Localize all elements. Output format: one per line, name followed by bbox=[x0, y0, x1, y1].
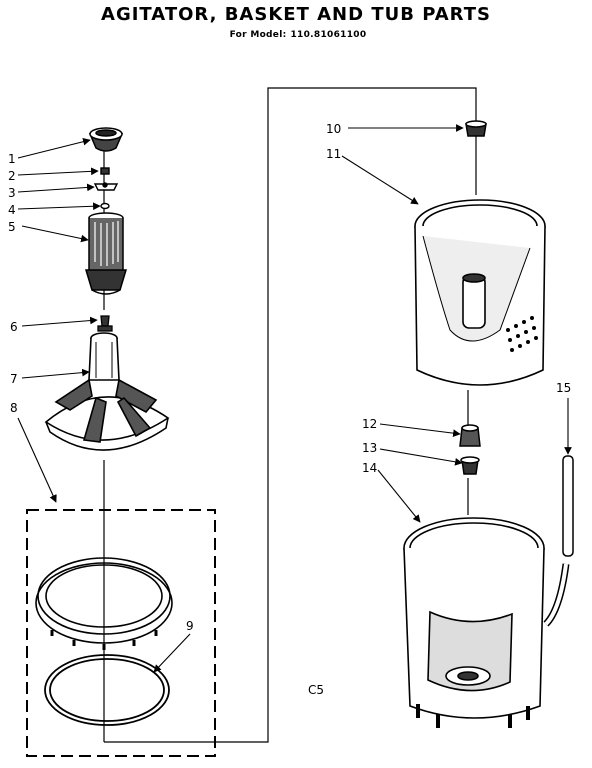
callout-10: 10 bbox=[326, 122, 341, 136]
part-spanner-nut bbox=[465, 120, 487, 137]
part-hub bbox=[459, 424, 481, 475]
callout-14: 14 bbox=[362, 461, 377, 475]
model-number: 110.81061100 bbox=[290, 30, 367, 40]
part-agitator-cap bbox=[88, 127, 124, 152]
callout-1: 1 bbox=[8, 152, 16, 166]
part-bolt bbox=[97, 315, 113, 332]
part-agitator-base bbox=[44, 332, 170, 451]
part-auger bbox=[84, 212, 128, 295]
callout-8: 8 bbox=[10, 401, 18, 415]
page-title: AGITATOR, BASKET AND TUB PARTS bbox=[101, 4, 491, 25]
part-tub bbox=[403, 517, 545, 728]
kit-boundary-box bbox=[26, 509, 216, 757]
callout-13: 13 bbox=[362, 441, 377, 455]
model-line: For Model:110.81061100 bbox=[0, 30, 592, 40]
callout-6: 6 bbox=[10, 320, 18, 334]
model-label: For Model: bbox=[229, 30, 287, 40]
callout-12: 12 bbox=[362, 417, 377, 431]
callout-labels: 1 2 3 4 5 6 7 8 9 10 11 12 13 14 15 C5 bbox=[8, 122, 571, 697]
part-small-hardware bbox=[93, 167, 119, 210]
callout-7: 7 bbox=[10, 372, 18, 386]
callout-3: 3 bbox=[8, 186, 16, 200]
callout-9: 9 bbox=[186, 619, 194, 633]
corner-code: C5 bbox=[308, 683, 324, 697]
part-o-ring bbox=[44, 654, 170, 726]
callout-11: 11 bbox=[326, 147, 341, 161]
callout-4: 4 bbox=[8, 203, 16, 217]
callout-5: 5 bbox=[8, 220, 16, 234]
part-basket bbox=[414, 199, 546, 386]
callout-2: 2 bbox=[8, 169, 16, 183]
callout-15: 15 bbox=[556, 381, 571, 395]
part-hose bbox=[543, 455, 574, 627]
basket-holes bbox=[506, 316, 538, 352]
part-seal-ring bbox=[35, 557, 173, 650]
leader-lines bbox=[17, 124, 572, 673]
